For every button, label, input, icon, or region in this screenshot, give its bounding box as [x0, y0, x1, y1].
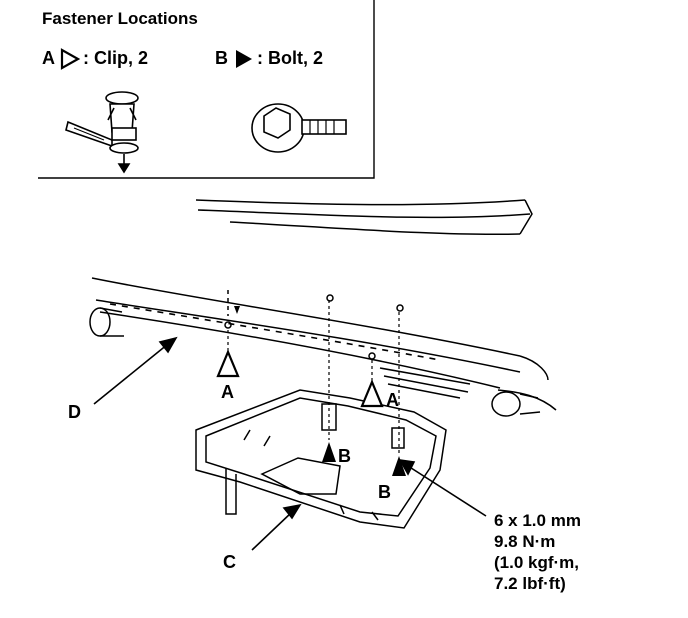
bolt-marker-right-icon	[392, 456, 406, 476]
bumper-callout: D	[68, 402, 81, 422]
clip-illustration-icon	[65, 91, 139, 174]
bolt-callout-left: B	[338, 446, 351, 466]
bolt-marker-left-icon	[322, 442, 336, 462]
leader-lines	[93, 336, 487, 551]
legend-title: Fastener Locations	[42, 9, 198, 28]
clip-marker-left-icon	[216, 349, 240, 378]
legend-bolt-text: : Bolt, 2	[257, 48, 323, 68]
rear-bumper-outline	[89, 199, 557, 417]
legend-clip-letter: A	[42, 48, 55, 68]
legend-border	[38, 0, 375, 179]
legend-bolt-letter: B	[215, 48, 228, 68]
fastener-legend: Fastener Locations A : Clip, 2 B : Bolt,…	[38, 0, 375, 179]
clip-marker-right-icon	[360, 379, 384, 408]
clip-symbol-icon	[60, 48, 81, 70]
torque-spec-line-3: (1.0 kgf·m,	[494, 553, 579, 572]
bolt-symbol-icon	[236, 50, 252, 68]
legend-clip-text: : Clip, 2	[83, 48, 148, 68]
under-cover-callout: C	[223, 552, 236, 572]
torque-spec: 6 x 1.0 mm 9.8 N·m (1.0 kgf·m, 7.2 lbf·f…	[494, 511, 581, 593]
clip-callout-left: A	[221, 382, 234, 402]
under-cover-outline	[195, 389, 447, 529]
torque-spec-line-2: 9.8 N·m	[494, 532, 555, 551]
bolt-illustration-icon	[251, 103, 347, 153]
clip-callout-right: A	[386, 390, 399, 410]
torque-spec-line-1: 6 x 1.0 mm	[494, 511, 581, 530]
bolt-callout-right: B	[378, 482, 391, 502]
torque-spec-line-4: 7.2 lbf·ft)	[494, 574, 566, 593]
